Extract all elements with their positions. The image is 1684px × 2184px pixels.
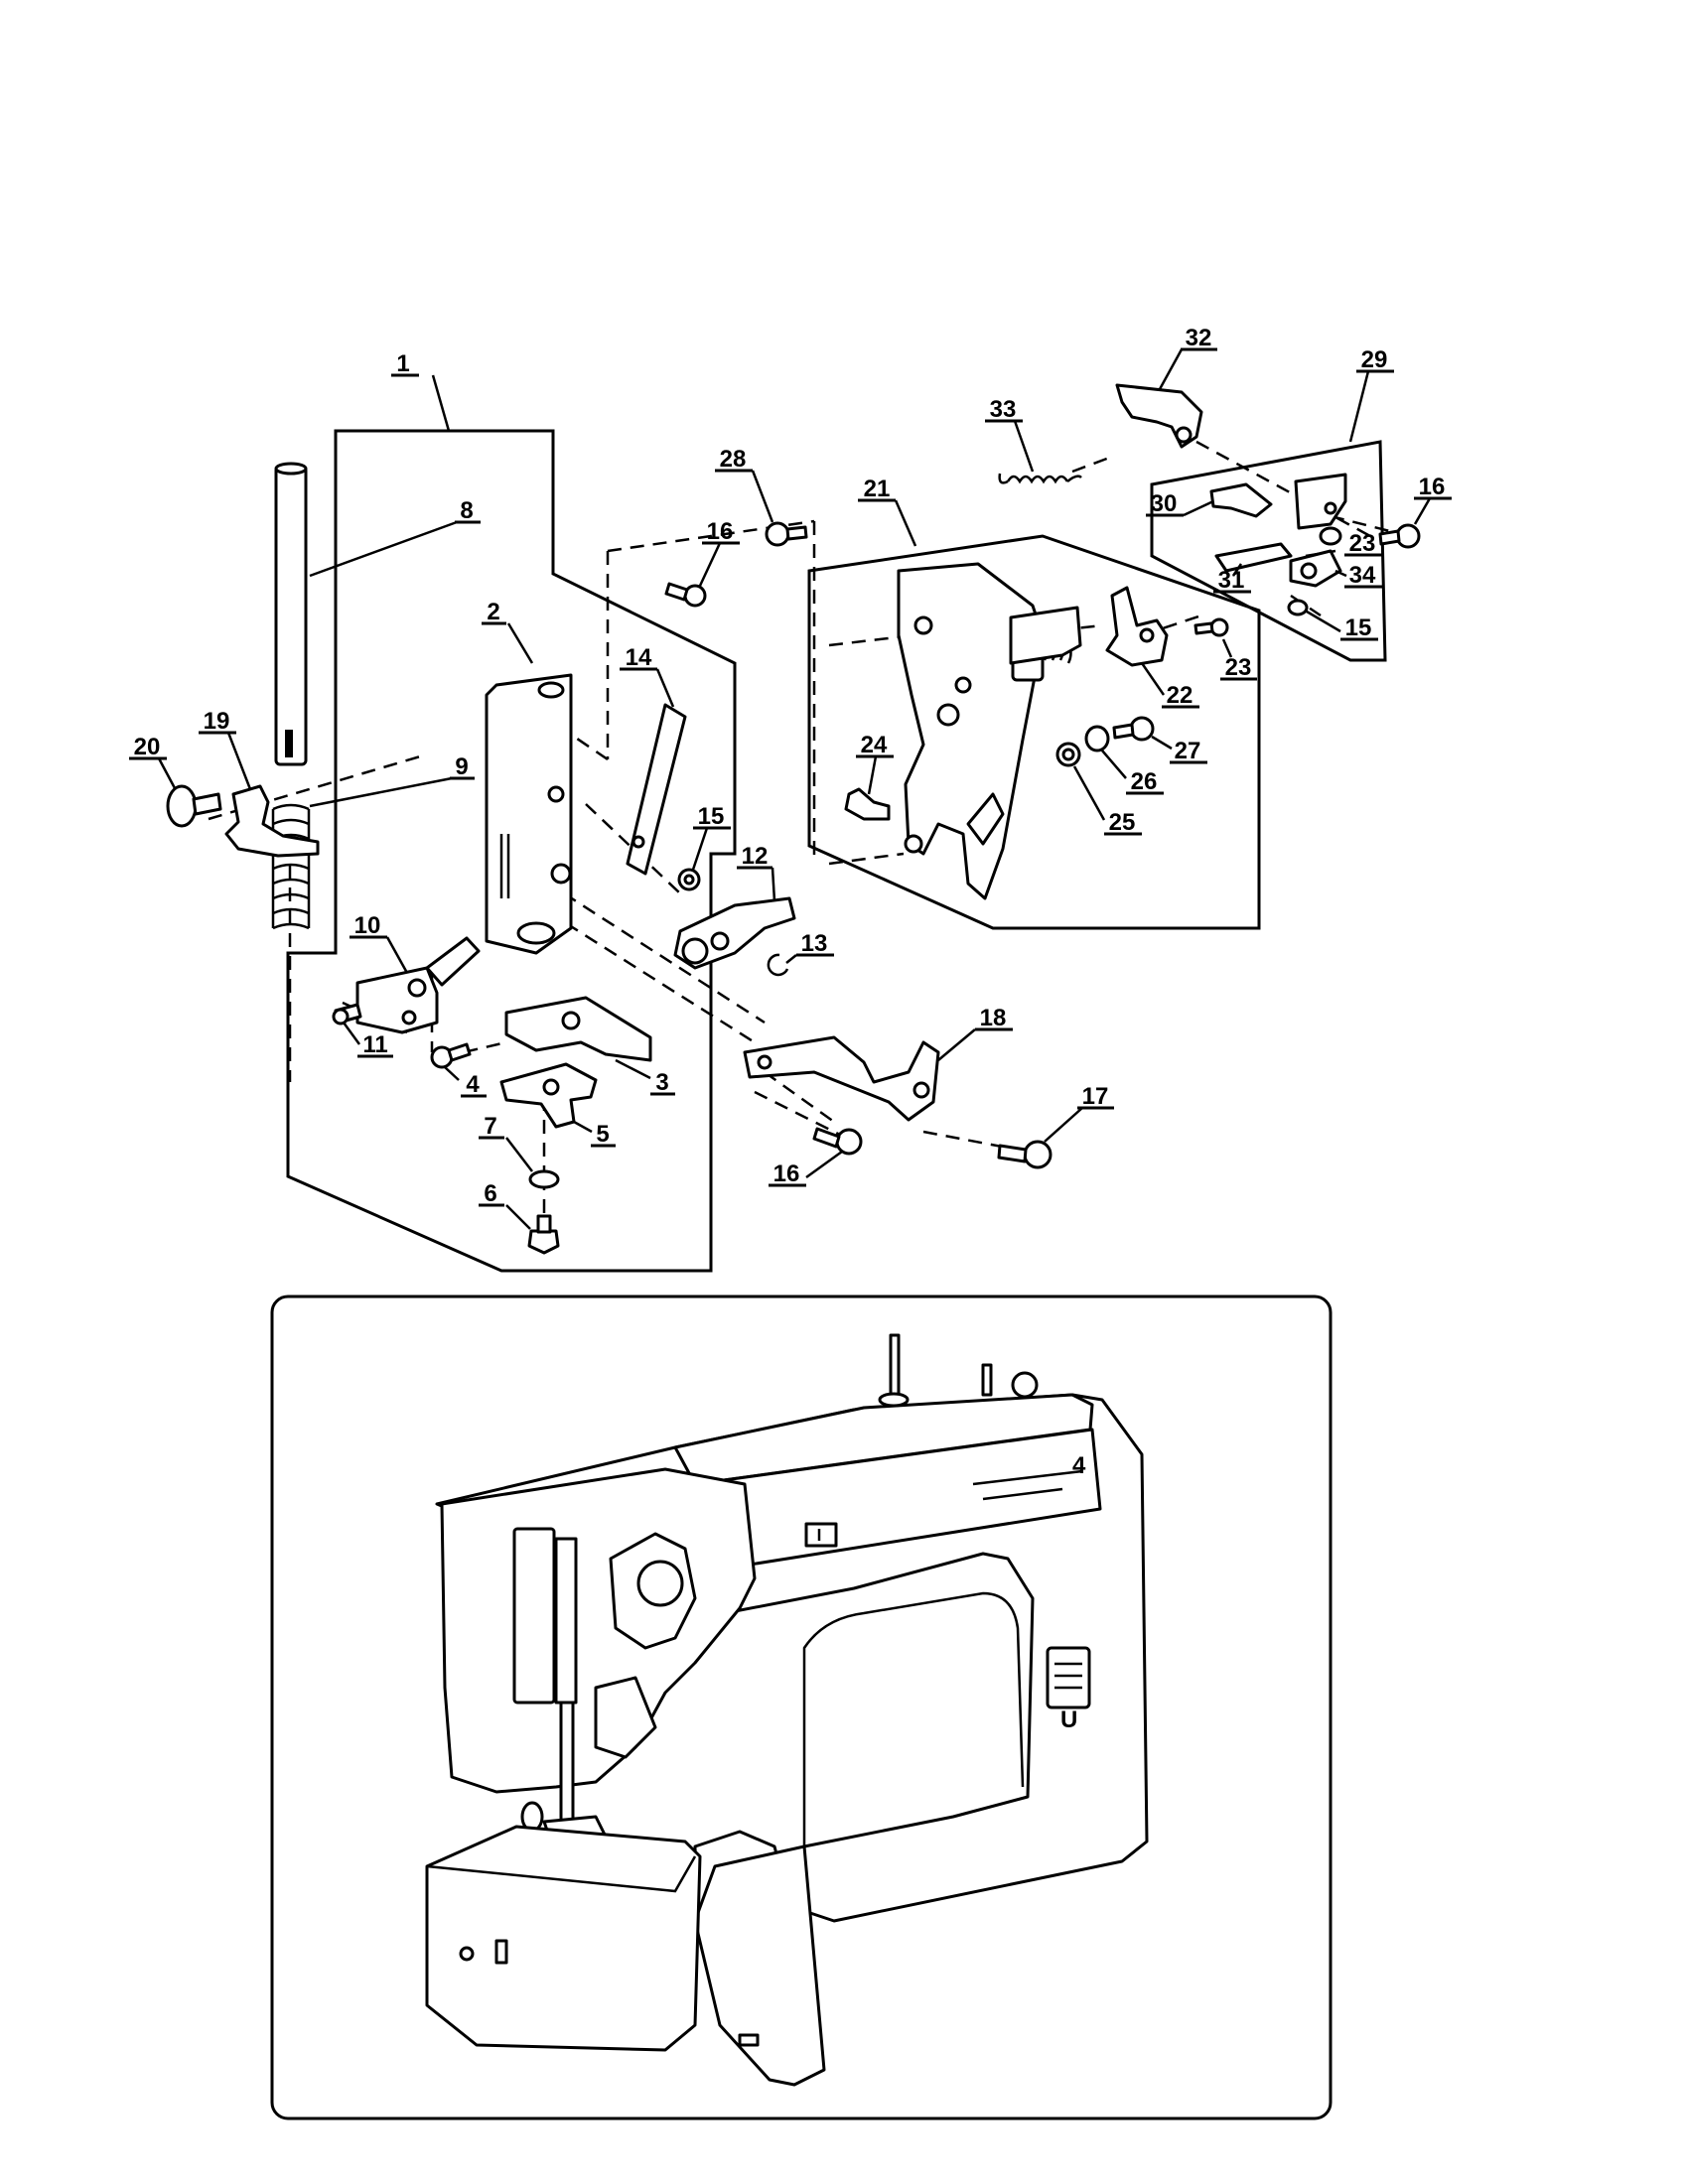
part-24-spring-clip <box>844 787 891 821</box>
label-32: 32 <box>1186 325 1212 351</box>
part-23-screw <box>1193 617 1229 637</box>
group-outline-29 <box>1150 440 1387 662</box>
label-3: 3 <box>655 1069 668 1096</box>
label-30: 30 <box>1151 490 1178 517</box>
label-34: 34 <box>1349 562 1376 589</box>
label-25: 25 <box>1109 809 1136 836</box>
label-16-lower: 16 <box>773 1160 800 1187</box>
inset-frame <box>270 1295 1333 2120</box>
label-7: 7 <box>484 1113 496 1140</box>
label-6: 6 <box>484 1180 496 1207</box>
group-outline-1 <box>286 429 737 1273</box>
part-29-bracket <box>1294 473 1347 530</box>
part-26-washer <box>1084 725 1110 752</box>
label-31: 31 <box>1218 567 1245 594</box>
label-10: 10 <box>354 912 381 939</box>
part-13-clip <box>767 953 789 977</box>
label-29: 29 <box>1361 346 1388 373</box>
label-9: 9 <box>455 753 468 780</box>
label-27: 27 <box>1175 738 1201 764</box>
part-31-lever <box>1214 542 1293 573</box>
part-20-thumb-screw <box>166 784 222 828</box>
label-23-right: 23 <box>1349 530 1376 557</box>
label-23-mid: 23 <box>1225 654 1252 681</box>
panel-letter: U <box>1060 1706 1077 1733</box>
part-14-lever <box>626 703 687 876</box>
part-34-lever <box>1289 549 1342 588</box>
label-12: 12 <box>742 843 769 870</box>
label-14: 14 <box>626 644 652 671</box>
part-18-bracket <box>743 1035 940 1122</box>
label-22: 22 <box>1167 682 1193 709</box>
label-5: 5 <box>596 1121 609 1148</box>
sewing-machine-body: 4 <box>425 1333 1149 2087</box>
part-32-plate <box>1115 383 1203 449</box>
part-33-spring <box>998 473 1082 484</box>
label-19: 19 <box>204 708 230 735</box>
part-17-screw <box>997 1140 1052 1169</box>
label-15-left: 15 <box>698 803 725 830</box>
part-5-plate <box>499 1062 598 1129</box>
part-2-frame-bracket <box>485 673 573 955</box>
part-8-presser-bar <box>274 462 308 766</box>
callout-labels: 1 2 3 4 5 6 7 8 9 10 11 12 <box>129 325 1452 1230</box>
part-6-screw <box>527 1214 560 1255</box>
part-10-presser-bar-clamp <box>355 936 481 1034</box>
label-21: 21 <box>864 476 891 502</box>
label-11: 11 <box>362 1031 387 1058</box>
label-8: 8 <box>460 497 473 524</box>
part-15-washer-small <box>1287 599 1309 616</box>
label-17: 17 <box>1082 1083 1109 1110</box>
label-28: 28 <box>720 446 747 473</box>
label-16-upper: 16 <box>707 518 734 545</box>
part-15-washer <box>677 868 701 891</box>
dial-number-4: 4 <box>1072 1452 1086 1479</box>
part-28-screw <box>765 521 808 547</box>
label-15-right: 15 <box>1345 614 1372 641</box>
machine-overview-inset: 4 <box>270 1295 1333 2120</box>
part-4-screw <box>430 1042 472 1069</box>
part-16-screw-upper <box>664 582 707 608</box>
label-4: 4 <box>466 1071 480 1098</box>
part-7-washer <box>528 1169 560 1189</box>
label-24: 24 <box>861 732 888 758</box>
part-3-plate <box>504 996 652 1062</box>
part-16-screw-lower <box>812 1127 863 1156</box>
label-33: 33 <box>990 396 1017 423</box>
label-18: 18 <box>980 1005 1007 1031</box>
part-25-washer <box>1055 742 1081 767</box>
part-23-washer-small <box>1319 526 1342 546</box>
group-outline-21 <box>807 534 1261 930</box>
label-1: 1 <box>396 350 409 377</box>
part-21-frame-casting <box>897 562 1082 900</box>
label-26: 26 <box>1131 768 1158 795</box>
part-27-screw <box>1112 716 1155 742</box>
part-11-screw <box>332 1003 362 1025</box>
label-16-right: 16 <box>1419 474 1446 500</box>
assembly-lines <box>208 440 1391 1219</box>
part-19-presser-foot <box>224 784 320 858</box>
label-2: 2 <box>487 599 499 625</box>
label-13: 13 <box>801 930 828 957</box>
part-22-bracket <box>1105 586 1169 667</box>
label-20: 20 <box>134 734 161 760</box>
part-16-screw-right <box>1378 523 1421 549</box>
part-30-lever <box>1209 482 1273 518</box>
part-12-lever-block <box>673 896 796 970</box>
